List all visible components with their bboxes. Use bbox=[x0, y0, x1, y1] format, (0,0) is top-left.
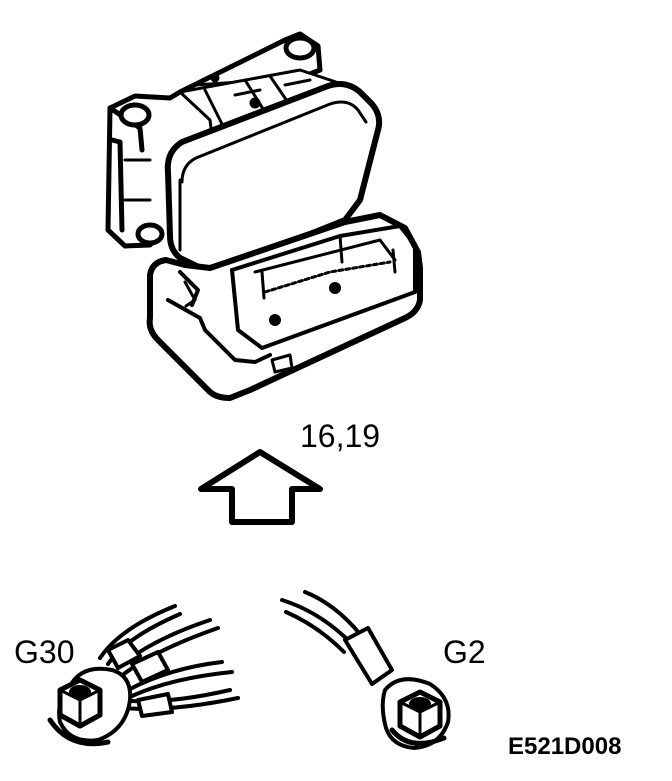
g2-connector-label: G2 bbox=[443, 634, 486, 670]
ground-terminal-icon bbox=[282, 592, 449, 748]
reference-numbers-label: 16,19 bbox=[300, 418, 381, 454]
figure-code-label: E521D008 bbox=[508, 733, 622, 760]
up-arrow-icon bbox=[201, 452, 320, 522]
ground-terminal-icon bbox=[50, 606, 238, 744]
g30-connector-label: G30 bbox=[14, 634, 75, 670]
control-module-icon bbox=[108, 34, 420, 398]
